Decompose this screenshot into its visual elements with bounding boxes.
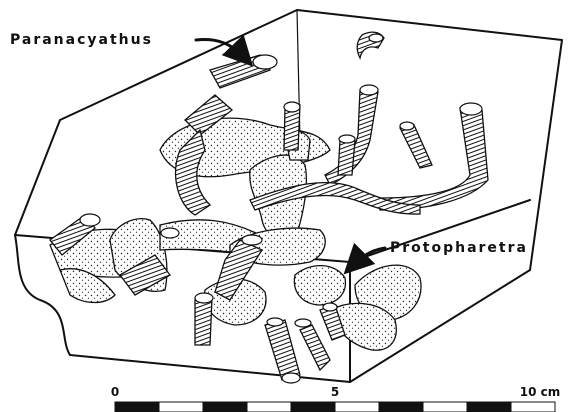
label-protopharetra: Protopharetra (390, 240, 528, 256)
label-paranacyathus: Paranacyathus (10, 32, 153, 48)
paranacyathus-arrow (196, 40, 245, 58)
scale-segment (423, 402, 467, 412)
scale-segment (511, 402, 555, 412)
scale-tick-10: 10 cm (520, 385, 561, 399)
scale-segment (335, 402, 379, 412)
scale-segment (203, 402, 247, 412)
scale-segment (115, 402, 159, 412)
scale-tick-0: 0 (111, 385, 119, 399)
scale-segment (467, 402, 511, 412)
scale-tick-5: 5 (331, 385, 339, 399)
scale-segment (379, 402, 423, 412)
scale-segment (291, 402, 335, 412)
scale-bar: 0 5 10 cm (111, 385, 560, 412)
scale-segment (159, 402, 203, 412)
scale-segment (247, 402, 291, 412)
scale-segments (115, 402, 555, 412)
